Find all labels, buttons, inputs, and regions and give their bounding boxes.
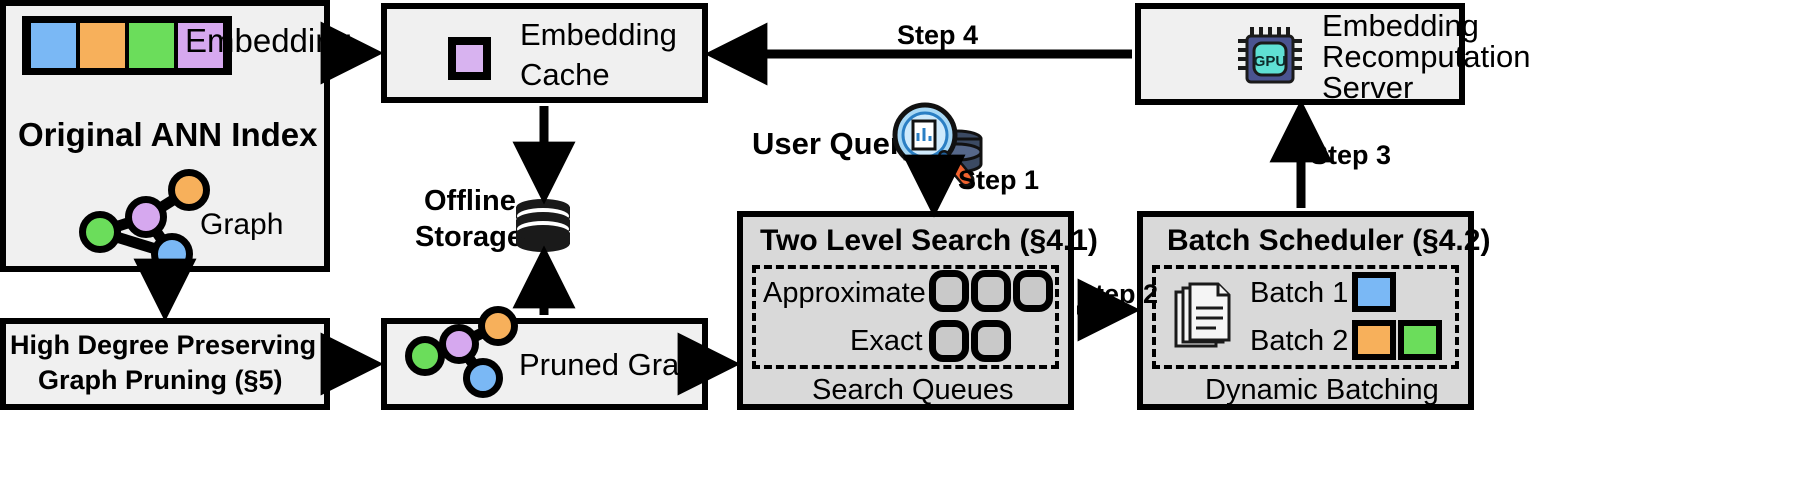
embedding-cell-blue bbox=[31, 23, 76, 68]
batch-1-label: Batch 1 bbox=[1250, 277, 1349, 309]
recomputation-server-line1: Embedding bbox=[1322, 8, 1479, 43]
step-1-label: Step 1 bbox=[958, 165, 1040, 195]
pruned-node-green bbox=[405, 336, 445, 376]
graph-node-green bbox=[79, 211, 121, 253]
batch-2-swatch-orange bbox=[1352, 320, 1396, 360]
exact-row-label: Exact bbox=[850, 325, 923, 357]
two-level-search-title: Two Level Search (§4.1) bbox=[760, 224, 1098, 257]
pruned-node-purple bbox=[439, 324, 479, 364]
approximate-queue-slot[interactable] bbox=[929, 270, 969, 312]
step-2-label: Step 2 bbox=[1077, 279, 1159, 309]
graph-node-orange bbox=[168, 169, 210, 211]
batch-2-swatch-green bbox=[1398, 320, 1442, 360]
search-queues-footer: Search Queues bbox=[812, 374, 1014, 406]
high-degree-pruning-line1: High Degree Preserving bbox=[10, 330, 317, 360]
recomputation-server-line2: Recomputation bbox=[1322, 39, 1531, 74]
purple-square-icon bbox=[448, 37, 491, 80]
graph-node-blue bbox=[151, 233, 193, 275]
recomputation-server-line3: Server bbox=[1322, 70, 1414, 105]
dynamic-batching-footer: Dynamic Batching bbox=[1205, 374, 1439, 406]
offline-storage-line1: Offline bbox=[424, 185, 516, 217]
approximate-queue-slot[interactable] bbox=[1013, 270, 1053, 312]
search-queues-group bbox=[752, 265, 1059, 369]
embedding-vector-strip bbox=[22, 16, 232, 75]
batch-2-label: Batch 2 bbox=[1250, 325, 1349, 357]
embedding-cell-orange bbox=[80, 23, 125, 68]
pruned-graph-label: Pruned Graph bbox=[519, 347, 714, 382]
embedding-cache-line1: Embedding bbox=[520, 17, 677, 52]
pruned-node-blue bbox=[463, 358, 503, 398]
batch-1-swatch-blue bbox=[1352, 272, 1396, 312]
step-4-label: Step 4 bbox=[897, 20, 979, 50]
graph-label: Graph bbox=[200, 208, 284, 241]
exact-queue-slot[interactable] bbox=[929, 320, 969, 362]
embedding-cell-green bbox=[129, 23, 174, 68]
graph-node-purple bbox=[125, 196, 167, 238]
pruned-node-orange bbox=[478, 306, 518, 346]
embedding-cell-purple bbox=[178, 23, 223, 68]
user-query-label: User Query bbox=[752, 126, 920, 161]
exact-queue-slot[interactable] bbox=[971, 320, 1011, 362]
high-degree-pruning-line2: Graph Pruning (§5) bbox=[38, 365, 283, 395]
original-ann-index-title: Original ANN Index bbox=[18, 116, 318, 153]
embedding-label: Embedding bbox=[185, 22, 352, 59]
batch-scheduler-title: Batch Scheduler (§4.2) bbox=[1167, 224, 1491, 257]
offline-storage-line2: Storage bbox=[415, 221, 523, 253]
embedding-cache-line2: Cache bbox=[520, 57, 610, 92]
approximate-row-label: Approximate bbox=[763, 277, 926, 309]
approximate-queue-slot[interactable] bbox=[971, 270, 1011, 312]
step-3-label: Step 3 bbox=[1310, 140, 1392, 170]
dynamic-batching-dashed-box bbox=[1152, 265, 1459, 369]
embedding-cache-panel bbox=[381, 3, 708, 103]
